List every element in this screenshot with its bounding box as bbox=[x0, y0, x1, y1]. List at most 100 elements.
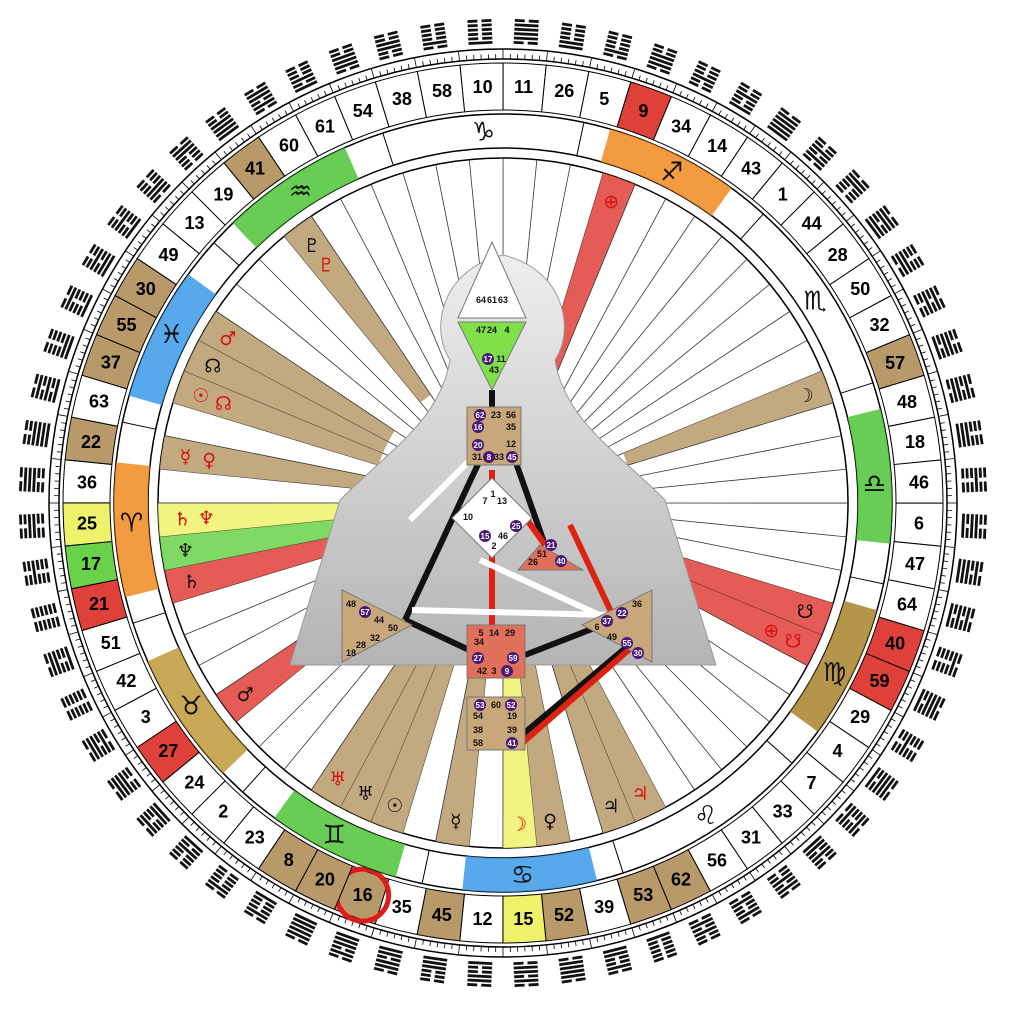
svg-text:64: 64 bbox=[476, 295, 486, 305]
gate-number: 22 bbox=[81, 432, 101, 452]
gate-ray bbox=[198, 311, 395, 442]
svg-text:5: 5 bbox=[478, 628, 483, 638]
svg-text:39: 39 bbox=[507, 725, 517, 735]
gate-number: 15 bbox=[513, 909, 533, 929]
hexagram-icon bbox=[802, 136, 838, 171]
hexagram-icon bbox=[602, 945, 633, 976]
hexagram-icon bbox=[961, 513, 988, 539]
gate-dot bbox=[472, 439, 484, 451]
gate-dot bbox=[501, 665, 513, 677]
gate-dot bbox=[506, 737, 518, 749]
svg-text:34: 34 bbox=[474, 637, 484, 647]
gate-number: 14 bbox=[707, 136, 727, 156]
svg-text:44: 44 bbox=[374, 615, 384, 625]
hexagram-icon bbox=[373, 945, 403, 976]
hexagram-icon bbox=[420, 955, 448, 984]
gate-number: 49 bbox=[159, 245, 179, 265]
svg-text:63: 63 bbox=[498, 295, 508, 305]
gate-number: 39 bbox=[594, 897, 614, 917]
gate-cell bbox=[416, 64, 466, 119]
svg-text:10: 10 bbox=[463, 512, 473, 522]
gate-number: 20 bbox=[315, 869, 335, 889]
gate-number: 58 bbox=[432, 81, 452, 101]
hexagram-icon bbox=[81, 728, 116, 763]
gate-number: 60 bbox=[279, 136, 299, 156]
hexagram-icon bbox=[688, 913, 721, 946]
hexagram-icon bbox=[285, 60, 318, 93]
aries-icon: ♈ bbox=[120, 508, 143, 538]
svg-text:35: 35 bbox=[506, 422, 516, 432]
hexagram-icon bbox=[373, 30, 404, 61]
gate-dot bbox=[474, 409, 486, 421]
svg-text:61: 61 bbox=[487, 295, 497, 305]
gate-ray bbox=[435, 630, 491, 847]
gate-ray bbox=[370, 623, 466, 834]
gate-dot bbox=[483, 451, 495, 463]
gate-number: 55 bbox=[117, 315, 137, 335]
hexagram-icon bbox=[169, 136, 204, 171]
svg-text:15: 15 bbox=[481, 532, 490, 541]
gate-number: 61 bbox=[315, 116, 335, 136]
gemini-icon: ♊ bbox=[322, 820, 345, 850]
gate-number: 12 bbox=[472, 909, 492, 929]
svg-text:4: 4 bbox=[504, 325, 509, 335]
gate-number: 64 bbox=[897, 594, 917, 614]
planet-icon: ☉ bbox=[386, 795, 403, 817]
hexagram-icon bbox=[30, 602, 61, 633]
gate-number: 27 bbox=[158, 741, 178, 761]
hexagram-icon bbox=[136, 168, 171, 204]
svg-text:28: 28 bbox=[356, 640, 366, 650]
svg-text:58: 58 bbox=[473, 738, 483, 748]
gate-number: 52 bbox=[554, 905, 574, 925]
svg-text:3: 3 bbox=[491, 666, 496, 676]
svg-text:48: 48 bbox=[346, 599, 356, 609]
gate-ray bbox=[172, 370, 383, 466]
zodiac-band bbox=[600, 129, 732, 216]
svg-text:11: 11 bbox=[496, 354, 506, 364]
gate-dot bbox=[632, 647, 644, 659]
hexagram-icon bbox=[931, 646, 963, 678]
hexagram-icon bbox=[43, 646, 75, 678]
gate-number: 54 bbox=[353, 101, 373, 121]
gate-number: 63 bbox=[89, 392, 109, 412]
planet-icon: ♄ bbox=[174, 509, 191, 531]
svg-text:42: 42 bbox=[477, 666, 487, 676]
svg-text:46: 46 bbox=[498, 531, 508, 541]
gate-dot bbox=[601, 615, 613, 627]
gate-number: 41 bbox=[245, 158, 265, 178]
planet-icon: ⊕ bbox=[603, 191, 619, 213]
gate-ray bbox=[159, 515, 376, 571]
gate-dot bbox=[507, 652, 519, 664]
gate-ray bbox=[159, 435, 376, 491]
svg-text:12: 12 bbox=[506, 439, 516, 449]
hexagram-icon bbox=[646, 931, 678, 963]
svg-text:22: 22 bbox=[618, 609, 627, 618]
gate-number: 10 bbox=[473, 77, 493, 97]
hexagram-icon bbox=[467, 961, 493, 988]
hexagram-icon bbox=[864, 205, 899, 240]
gate-number: 8 bbox=[284, 850, 294, 870]
hexagram-icon bbox=[467, 18, 493, 45]
virgo-icon: ♍ bbox=[823, 658, 846, 688]
gate-ray bbox=[623, 371, 834, 466]
hexagram-icon bbox=[285, 912, 318, 946]
hexagram-icon bbox=[766, 864, 801, 899]
hexagram-icon bbox=[558, 955, 586, 984]
zodiac-band bbox=[232, 147, 359, 248]
channel-line bbox=[407, 457, 473, 523]
gate-number: 19 bbox=[213, 184, 233, 204]
gate-number: 62 bbox=[671, 870, 691, 890]
planet-icon: ♂ bbox=[219, 328, 236, 350]
gate-number: 13 bbox=[184, 213, 204, 233]
svg-text:47: 47 bbox=[476, 325, 486, 335]
gate-ray bbox=[164, 528, 379, 604]
hexagram-ring bbox=[18, 18, 988, 988]
hexagram-icon bbox=[81, 243, 116, 278]
hexagram-icon bbox=[22, 558, 51, 586]
channel-line bbox=[518, 637, 642, 748]
svg-text:8: 8 bbox=[487, 453, 492, 462]
hexagram-icon bbox=[136, 802, 171, 837]
